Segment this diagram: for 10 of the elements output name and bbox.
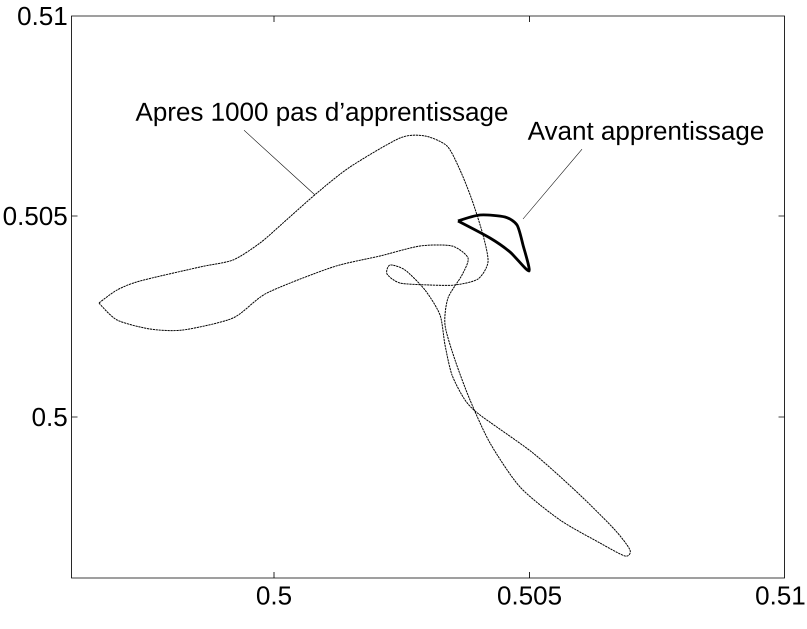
leader-line	[522, 148, 582, 220]
tick-label: 0.5	[256, 586, 291, 605]
tick-label: 0.5	[32, 408, 67, 426]
annotation-label: Avant apprentissage	[528, 120, 764, 146]
annotation-label: Apres 1000 pas d’apprentissage	[136, 102, 508, 126]
tick-label: 0.51	[18, 6, 66, 26]
tick-label: 0.51	[756, 586, 804, 605]
tick-label: 0.505	[4, 206, 67, 226]
tick-label: 0.505	[498, 586, 561, 605]
leader-line	[244, 130, 316, 196]
